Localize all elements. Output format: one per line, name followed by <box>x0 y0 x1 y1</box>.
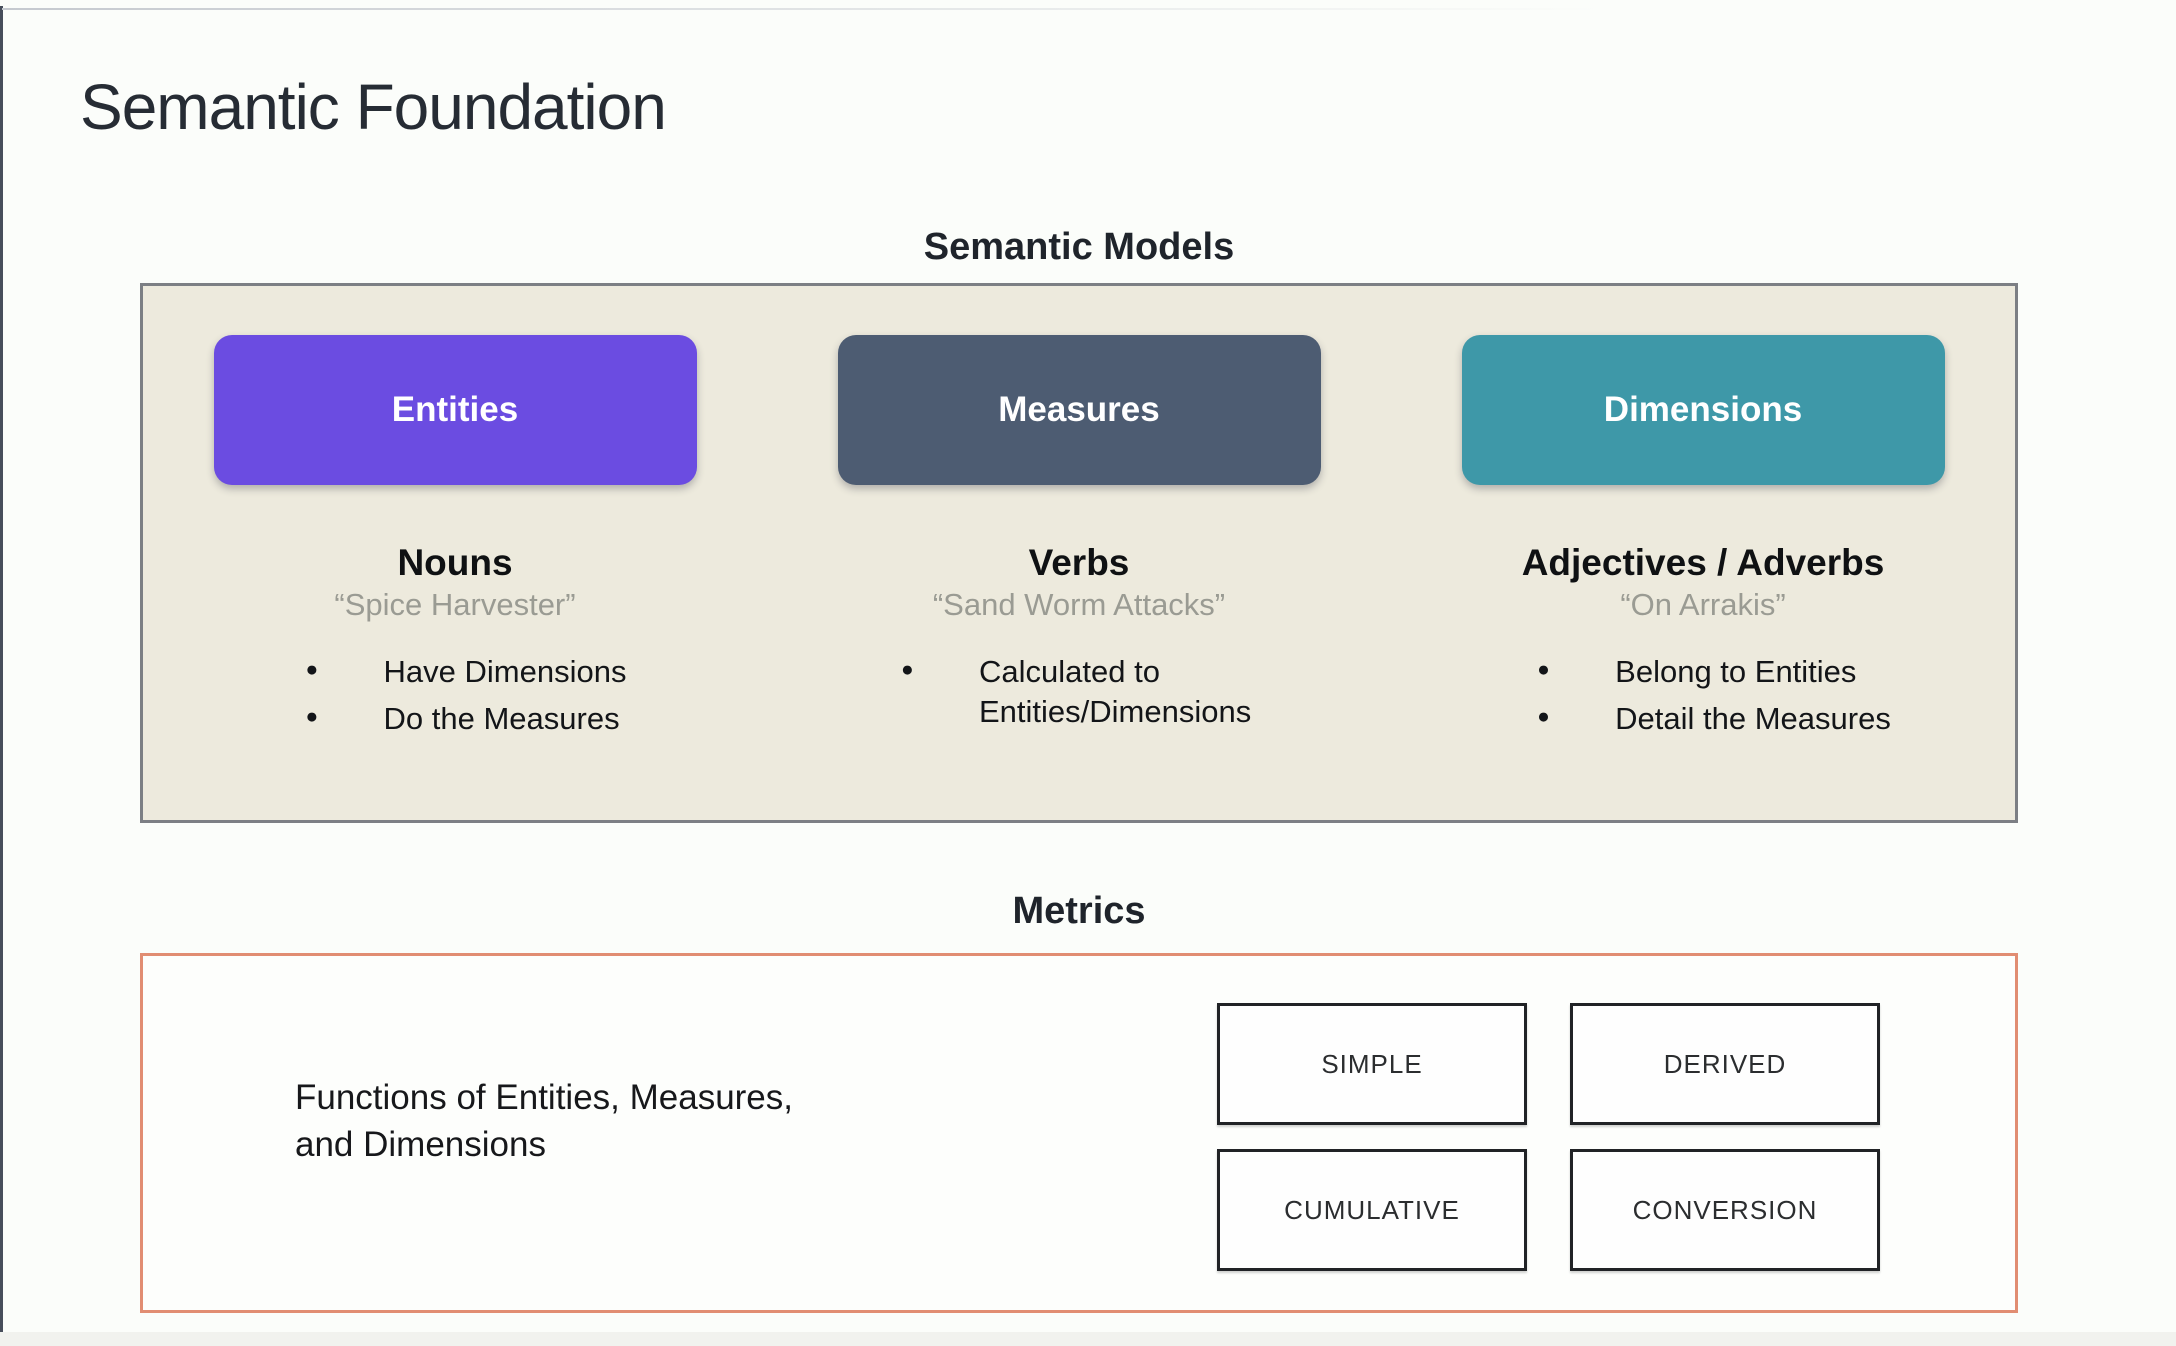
page-title: Semantic Foundation <box>80 71 667 143</box>
column-entities: Entities Nouns “Spice Harvester” Have Di… <box>143 286 767 820</box>
dimensions-bullet-list: Belong to Entities Detail the Measures <box>1515 652 1891 747</box>
bullet-item: Calculated to Entities/Dimensions <box>879 652 1279 733</box>
column-dimensions: Dimensions Adjectives / Adverbs “On Arra… <box>1391 286 2015 820</box>
measures-pill: Measures <box>837 335 1321 485</box>
metrics-description-line: Functions of Entities, Measures, <box>295 1078 793 1117</box>
metric-type-derived: DERIVED <box>1570 1003 1880 1125</box>
part-of-speech-label: Nouns <box>397 542 513 583</box>
window-top-edge-line <box>2 8 1602 10</box>
metric-type-cumulative: CUMULATIVE <box>1217 1149 1527 1271</box>
bullet-item: Belong to Entities <box>1515 652 1891 692</box>
measures-bullet-list: Calculated to Entities/Dimensions <box>879 652 1279 740</box>
bullet-item: Detail the Measures <box>1515 699 1891 739</box>
metrics-description: Functions of Entities, Measures, and Dim… <box>295 1074 793 1169</box>
example-quote: “Sand Worm Attacks” <box>932 586 1226 622</box>
entities-pill: Entities <box>213 335 697 485</box>
part-of-speech-label: Adjectives / Adverbs <box>1521 542 1885 583</box>
metric-type-conversion: CONVERSION <box>1570 1149 1880 1271</box>
metric-types-grid: SIMPLE DERIVED CUMULATIVE CONVERSION <box>1217 1003 1880 1271</box>
part-of-speech-label: Verbs <box>1028 542 1130 583</box>
column-measures: Measures Verbs “Sand Worm Attacks” Calcu… <box>767 286 1391 820</box>
dimensions-pill: Dimensions <box>1461 335 1945 485</box>
window-left-edge-line <box>0 6 3 1346</box>
metrics-heading: Metrics <box>1012 890 1146 932</box>
metrics-description-line: and Dimensions <box>295 1125 546 1165</box>
bullet-item: Have Dimensions <box>284 652 627 692</box>
metric-type-simple: SIMPLE <box>1217 1003 1527 1125</box>
semantic-models-panel: Entities Nouns “Spice Harvester” Have Di… <box>140 283 2018 823</box>
metrics-panel: Functions of Entities, Measures, and Dim… <box>140 953 2018 1313</box>
semantic-models-heading: Semantic Models <box>923 226 1235 268</box>
bottom-strip <box>0 1332 2176 1346</box>
bullet-item: Do the Measures <box>284 699 627 739</box>
example-quote: “On Arrakis” <box>1620 586 1786 622</box>
example-quote: “Spice Harvester” <box>334 586 576 622</box>
entities-bullet-list: Have Dimensions Do the Measures <box>284 652 627 747</box>
